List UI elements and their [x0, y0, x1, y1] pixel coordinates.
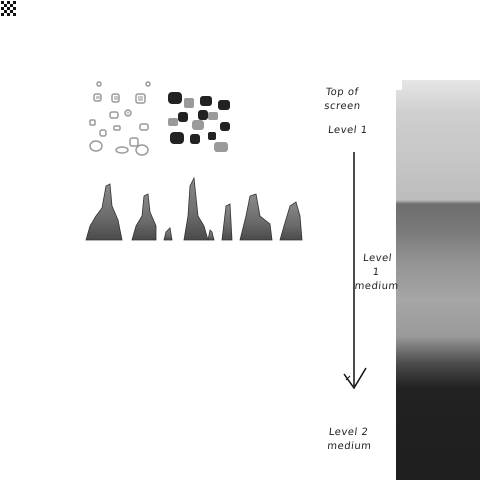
top-level-label: Level 1 [327, 125, 369, 136]
dark-sprite-sheet [168, 92, 230, 152]
top-note-line2: screen [323, 101, 362, 112]
light-sprite-sheet [89, 81, 151, 156]
down-arrow-icon [343, 152, 367, 390]
strip-notch [396, 80, 402, 90]
top-note-line1: Top of [325, 87, 360, 98]
checkerboard-icon [1, 1, 16, 16]
bottom-level-note: Level 2 medium [327, 426, 390, 454]
top-of-screen-note: Top of screen [324, 86, 387, 114]
background-gradient-strip [396, 80, 480, 480]
bottom-line1: Level 2 [328, 427, 369, 438]
bottom-line2: medium [326, 441, 373, 452]
rock-spikes-strip [85, 176, 303, 241]
